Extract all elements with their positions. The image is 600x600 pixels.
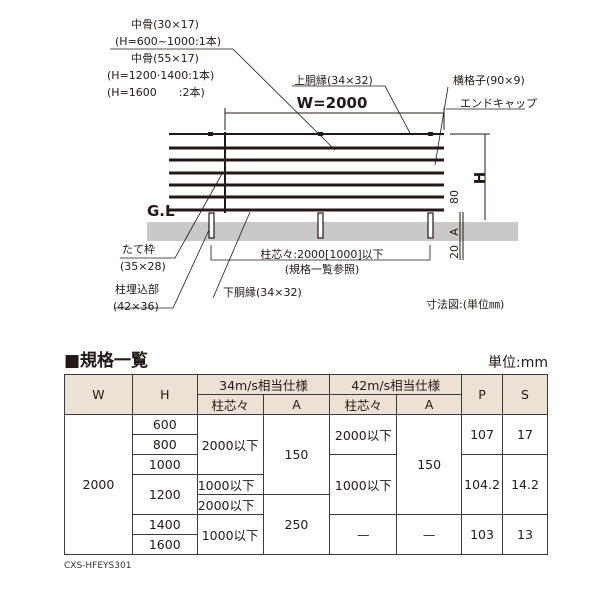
cell-42-a: —	[396, 514, 463, 555]
cell-34-a: 150	[262, 414, 331, 495]
horizontal-slat-label: 横格子(90×9)	[453, 73, 525, 87]
vertical-frame-label: たて枠	[122, 242, 155, 256]
product-code: CXS-HFEYS301	[64, 561, 132, 571]
gl-label: G.L	[147, 202, 175, 220]
cell-p: 103	[461, 514, 504, 555]
table-row: 2000以下 250	[65, 494, 548, 555]
width-label: W=2000	[297, 94, 368, 112]
post-embed-size: (42×36)	[113, 300, 159, 313]
cell-34-pitch: 2000以下	[196, 494, 264, 515]
table-row: 2000 600 2000以下 150 2000以下 150 107 17	[64, 414, 548, 555]
mid-bone-1-label: 中骨(30×17)	[131, 18, 199, 31]
cell-h: 1400	[131, 514, 198, 535]
header-42-a: A	[396, 394, 463, 415]
dim-a: A	[448, 228, 461, 236]
post-pitch-label: 柱芯々:2000[1000]以下	[260, 247, 383, 261]
ground	[147, 222, 518, 241]
cell-42-a: 150	[396, 414, 463, 515]
post-embed-label: 柱埋込部	[115, 282, 159, 296]
cell-34-pitch: 1000以下	[196, 514, 264, 555]
horizontal-slats	[169, 133, 444, 212]
height-label: H	[471, 172, 489, 185]
cell-h: 1000	[131, 454, 198, 475]
vertical-frame-size: (35×28)	[120, 260, 166, 273]
mid-bone-2-note2: (H=1600 :2本)	[107, 85, 205, 99]
table-row: 1000 1000以下 104.2 14.2	[65, 454, 548, 515]
bottom-rail-label: 下胴縁(34×32)	[223, 285, 302, 299]
cell-42-pitch: —	[329, 514, 398, 555]
cell-h: 600	[131, 414, 198, 435]
header-s: S	[502, 374, 548, 415]
table-row: 800	[65, 434, 548, 455]
leader-lines	[110, 48, 525, 309]
mid-bone-2-label: 中骨(55×17)	[131, 52, 199, 65]
top-rail-label: 上胴縁(34×32)	[294, 73, 373, 87]
dim-80: 80	[448, 190, 461, 204]
mid-bone-1-note: (H=600~1000:1本)	[115, 34, 221, 48]
cell-w: 2000	[64, 414, 133, 555]
table-row: 1200 1000以下	[65, 474, 548, 515]
header-h: H	[131, 374, 198, 415]
cell-34-pitch: 1000以下	[196, 474, 264, 495]
end-cap-label: エンドキャップ	[460, 97, 537, 110]
cell-h: 1200	[131, 474, 198, 515]
cell-s: 13	[502, 514, 548, 555]
cell-p: 107	[461, 414, 504, 455]
header-42: 42m/s相当仕様	[329, 374, 463, 395]
cell-s: 14.2	[502, 454, 548, 515]
cell-34-pitch: 2000以下	[196, 414, 264, 475]
dim-20: 20	[448, 245, 461, 259]
cell-34-a: 250	[262, 494, 331, 555]
spec-title: ■規格一覧	[64, 351, 149, 371]
table-row: 1600	[65, 534, 548, 555]
unit-label: 単位:mm	[488, 355, 548, 371]
spec-table: W H 34m/s相当仕様 42m/s相当仕様 P S 柱芯々 A 柱芯々 A …	[64, 374, 548, 555]
caption: 寸法図:(単位㎜)	[426, 297, 504, 311]
fence-dimension-diagram: W=2000 H 80 A 20 G.L 中骨(30×17) (H=600~10…	[107, 18, 537, 313]
header-42-pitch: 柱芯々	[329, 394, 398, 415]
cell-p: 104.2	[461, 454, 504, 515]
table-row: 1400 1000以下 — — 103 13	[65, 514, 548, 555]
cell-42-pitch: 2000以下	[329, 414, 398, 455]
header-34-pitch: 柱芯々	[196, 394, 264, 415]
cell-h: 800	[131, 434, 198, 455]
post-pitch-note: (規格一覧参照)	[285, 262, 360, 276]
header-34: 34m/s相当仕様	[196, 374, 331, 395]
header-w: W	[64, 374, 133, 415]
header-34-a: A	[262, 394, 331, 415]
cell-42-pitch: 1000以下	[329, 454, 398, 515]
post-caps	[208, 132, 433, 136]
mid-bone-2-note1: (H=1200·1400:1本)	[107, 68, 214, 82]
cell-s: 17	[502, 414, 548, 455]
cell-h: 1600	[131, 534, 198, 555]
height-dimension-line	[450, 133, 490, 260]
posts	[208, 212, 434, 239]
header-p: P	[461, 374, 504, 415]
